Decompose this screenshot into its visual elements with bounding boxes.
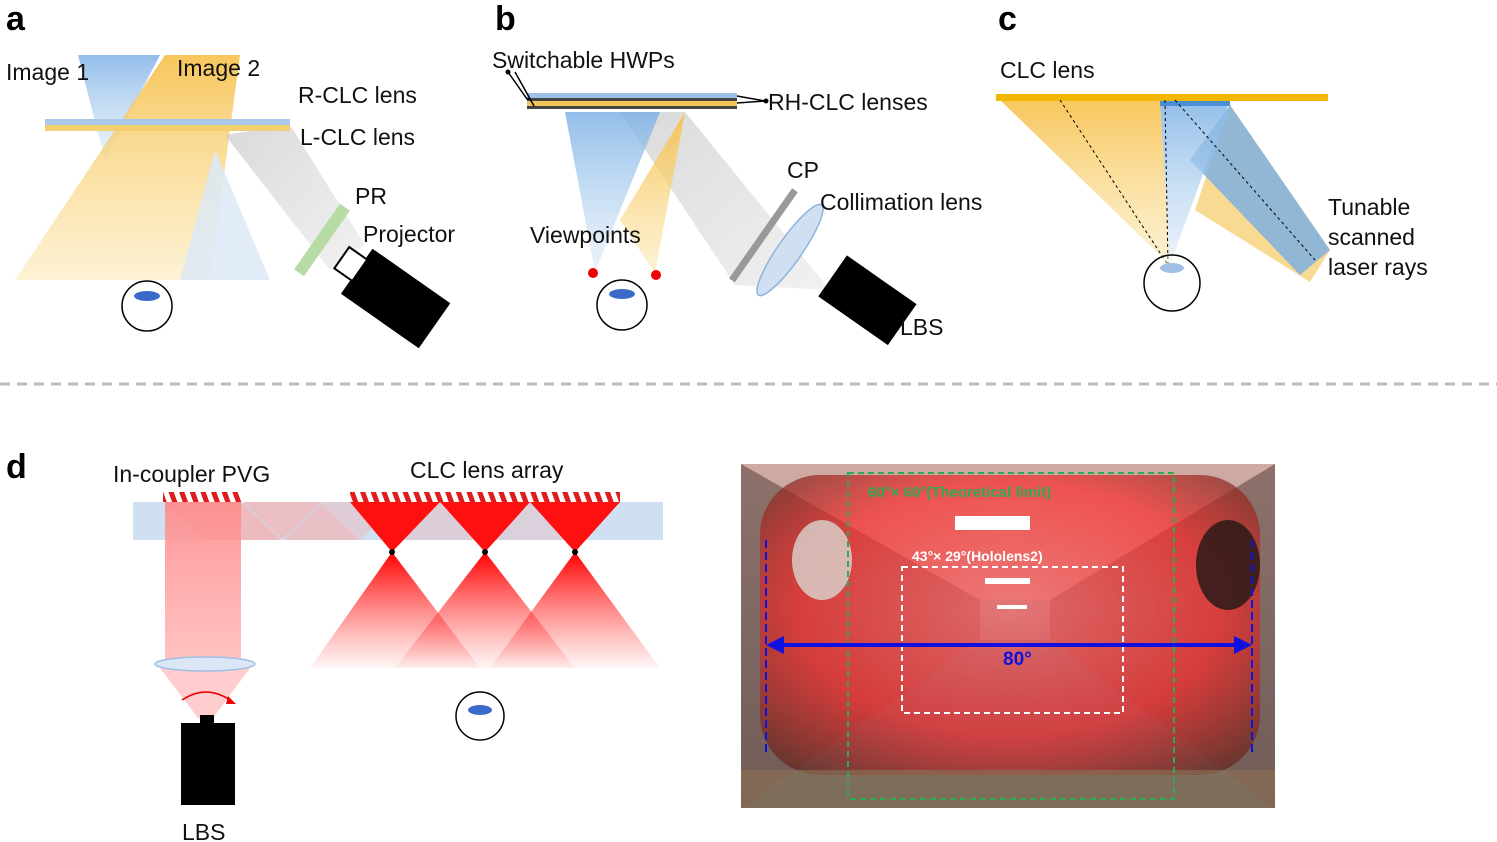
focus-point-2 <box>482 549 488 555</box>
label-l-clc-lens: L-CLC lens <box>300 124 415 150</box>
label-viewpoints: Viewpoints <box>530 222 641 248</box>
hololens2-box <box>901 566 1124 714</box>
label-pr: PR <box>355 183 387 209</box>
l-clc-lens <box>45 125 290 131</box>
viewpoint-dot-right <box>651 270 661 280</box>
panel-d-photo: 60°× 60°(Theoretical limit) 43°× 29°(Hol… <box>741 464 1275 808</box>
label-hololens2: 43°× 29°(Hololens2) <box>912 548 1043 564</box>
clc-lens-bar <box>996 94 1328 101</box>
focus-point-1 <box>389 549 395 555</box>
cp-plate <box>728 188 798 283</box>
image1-beam <box>78 55 160 160</box>
label-fov: 80° <box>1003 649 1032 670</box>
label-theoretical-limit: 60°× 60°(Theoretical limit) <box>868 484 1051 501</box>
rh-clc-leader <box>736 95 766 102</box>
label-tunable-line2: scanned <box>1328 224 1415 250</box>
pupil-icon <box>468 705 492 715</box>
eye-icon <box>121 280 173 332</box>
center-blue-rays <box>1160 100 1230 265</box>
panel-d-letter: d <box>6 448 27 486</box>
panel-c-letter: c <box>998 0 1017 38</box>
incoupler-pvg <box>163 492 243 502</box>
lbs-icon <box>818 255 917 346</box>
incoming-beam <box>165 500 241 662</box>
dark-figurine <box>1196 520 1260 610</box>
label-rh-clc-lenses: RH-CLC lenses <box>768 89 928 115</box>
label-lbs-b: LBS <box>900 314 943 340</box>
label-tunable-line3: laser rays <box>1328 254 1428 280</box>
lbs-icon <box>181 723 235 805</box>
viewpoint-dot-left <box>588 268 598 278</box>
theoretical-limit-box <box>847 472 1175 800</box>
focus-point-3 <box>572 549 578 555</box>
image1-lower-beam <box>180 150 270 280</box>
rh-clc-lens <box>527 101 737 106</box>
panel-d-diagram: d <box>6 448 663 842</box>
panel-b-letter: b <box>495 0 516 38</box>
image2-beam <box>15 55 240 280</box>
label-image1: Image 1 <box>6 59 89 85</box>
label-clc-lens: CLC lens <box>1000 57 1095 83</box>
panel-a: a Image 1 Image 2 R-CLC lens L-CLC lens … <box>6 0 455 349</box>
scan-arrow <box>181 691 231 701</box>
label-incoupler-pvg: In-coupler PVG <box>113 461 270 487</box>
exit-cone-3 <box>490 552 660 668</box>
label-lbs-d: LBS <box>182 819 225 842</box>
right-blue-rays <box>1190 105 1330 275</box>
projector-icon <box>332 245 451 349</box>
clc-lens-2 <box>440 492 530 502</box>
collimation-lens-d <box>154 656 256 672</box>
pupil-icon <box>609 289 635 299</box>
panel-c: c CLC lens Tunable scanned laser rays <box>996 0 1428 312</box>
left-yellow-rays <box>1000 100 1170 265</box>
label-switchable-hwps: Switchable HWPs <box>492 47 675 73</box>
r-clc-lens <box>45 119 290 125</box>
hwp-leader <box>507 71 530 100</box>
hwp-bottom <box>527 106 737 109</box>
pupil-icon <box>134 291 160 301</box>
label-tunable-line1: Tunable <box>1328 194 1410 220</box>
label-collimation-lens: Collimation lens <box>820 189 982 215</box>
panel-b: b Switchable HWPs RH-CLC lenses CP <box>492 0 982 346</box>
hwp-divider <box>527 98 737 101</box>
panel-a-letter: a <box>6 0 26 38</box>
pr-plate <box>294 203 350 277</box>
label-clc-lens-array: CLC lens array <box>410 457 564 483</box>
viewpoint-right-beam <box>620 112 685 273</box>
hwp-top <box>527 93 737 98</box>
clc-lens-3 <box>530 492 620 502</box>
label-cp: CP <box>787 157 819 183</box>
red-overlay <box>760 475 1260 775</box>
collimation-lens <box>756 203 824 297</box>
viewpoint-left-beam <box>565 112 660 272</box>
white-figurine <box>792 520 852 600</box>
eye-icon <box>596 279 648 331</box>
eye-icon <box>1143 254 1201 312</box>
clc-lens-blue-segment <box>1160 101 1230 106</box>
clc-lens-1 <box>350 492 440 502</box>
label-image2: Image 2 <box>177 55 260 81</box>
label-projector: Projector <box>363 221 455 247</box>
pupil-icon <box>1160 263 1184 273</box>
label-r-clc-lens: R-CLC lens <box>298 82 417 108</box>
eye-icon <box>455 691 505 741</box>
